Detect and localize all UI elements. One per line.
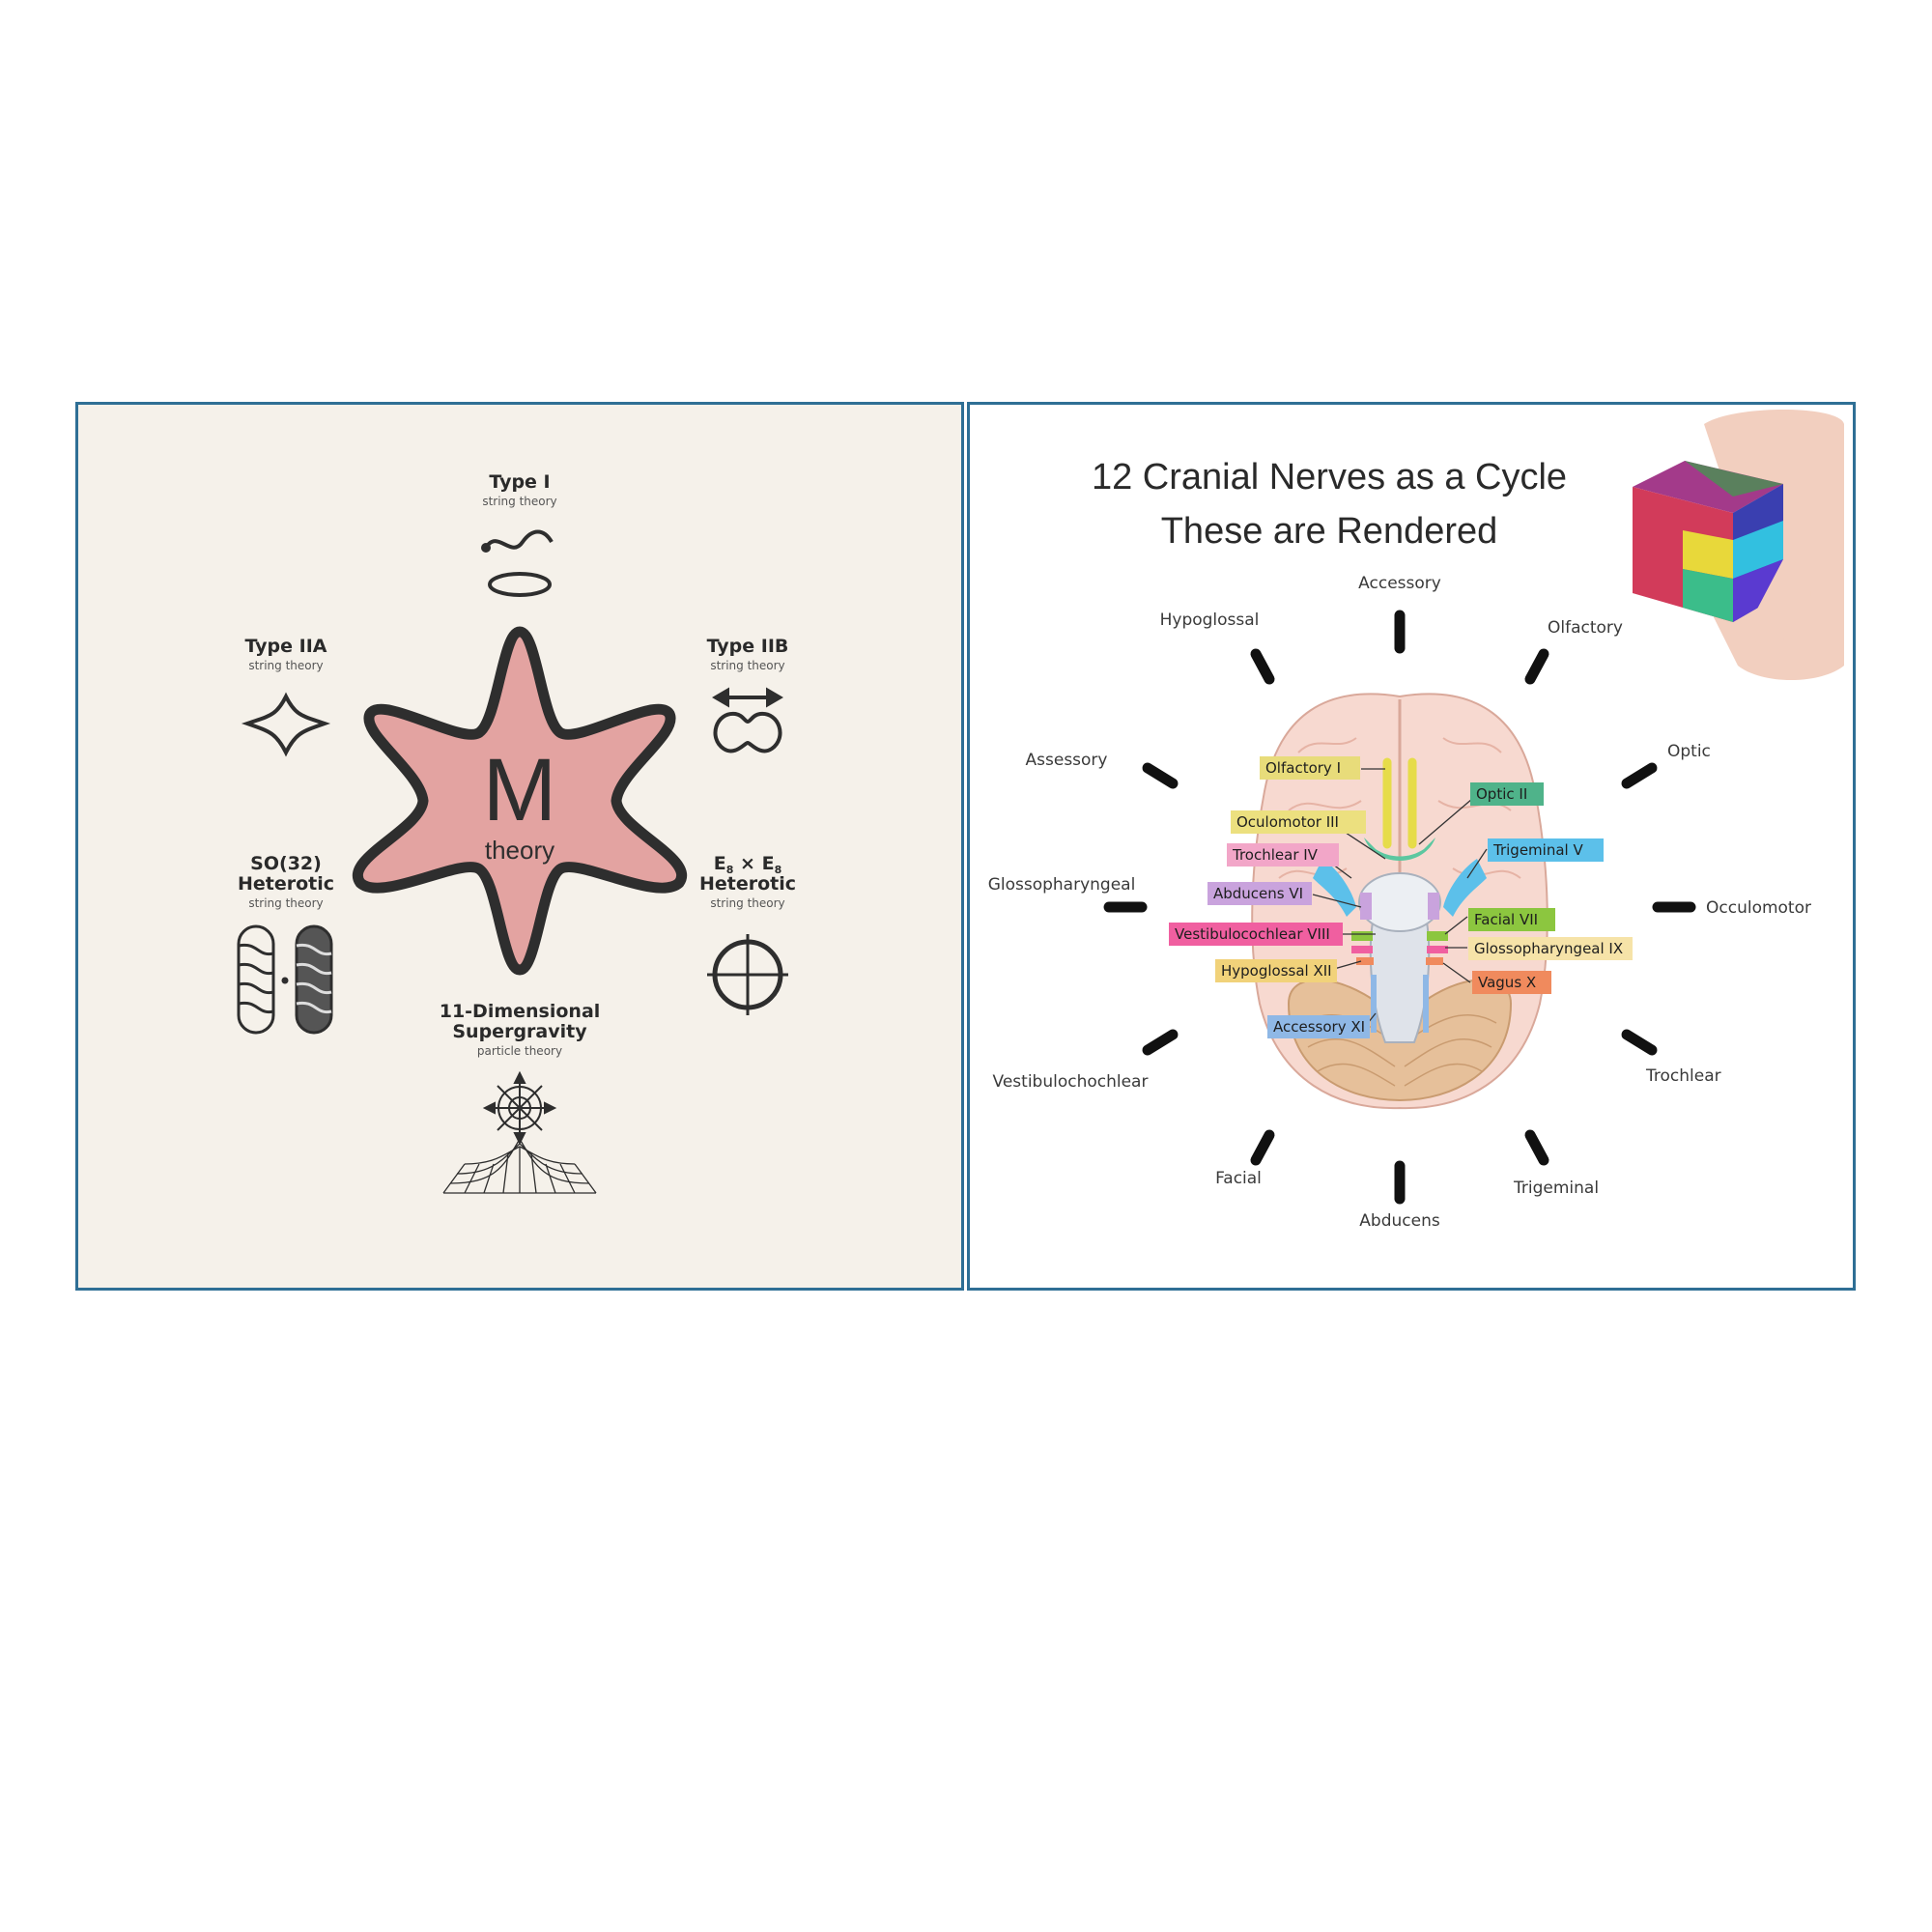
m-theory-star [353, 626, 687, 976]
type-i-subtitle: string theory [482, 495, 556, 508]
tag-trochlear: Trochlear IV [1232, 846, 1319, 864]
theory-word: theory [485, 836, 554, 865]
type-iia-title: Type IIA [244, 636, 327, 657]
m-theory-diagram: M theory Type I string theory Type IIA s… [237, 471, 796, 1194]
ring-label-assessory: Assessory [1026, 751, 1108, 770]
tick-vestibulochochlear [1142, 1029, 1179, 1056]
ring-ticks [1103, 610, 1696, 1205]
tag-vagus: Vagus X [1478, 974, 1536, 991]
tag-vestibulocochlear: Vestibulocochlear VIII [1175, 925, 1330, 943]
m-theory-panel: M theory Type I string theory Type IIA s… [75, 402, 964, 1291]
tag-glossopharyngeal: Glossopharyngeal IX [1474, 940, 1623, 957]
open-string-icon [481, 529, 554, 597]
tag-trigeminal-bg [1488, 838, 1604, 862]
double-arrow-icon [712, 687, 783, 708]
closed-string-icon [241, 692, 331, 757]
tag-accessory-bg [1267, 1015, 1370, 1038]
e8-heterotic-title: Heterotic [699, 873, 796, 895]
tag-trochlear-bg [1227, 843, 1339, 867]
so32-subtitle: string theory [248, 896, 323, 910]
type-iib-subtitle: string theory [710, 659, 784, 672]
tag-vestibulocochlear-bg [1169, 923, 1343, 946]
cranial-title-line1: 12 Cranial Nerves as a Cycle [1092, 457, 1567, 497]
ring-label-accessory: Accessory [1358, 574, 1441, 593]
tick-trigeminal [1524, 1129, 1549, 1166]
tag-facial-bg [1468, 908, 1555, 931]
ring-label-occulomotor: Occulomotor [1706, 898, 1811, 918]
sugra-title: 11-Dimensional [440, 1001, 601, 1022]
tick-trochlear [1621, 1029, 1658, 1056]
tick-hypoglossal [1250, 648, 1275, 685]
tag-trigeminal: Trigeminal V [1492, 841, 1583, 859]
ring-label-optic: Optic [1667, 742, 1711, 761]
ring-label-facial: Facial [1215, 1169, 1262, 1188]
ring-label-glossopharyngeal: Glossopharyngeal [988, 875, 1136, 895]
tag-oculomotor-bg [1231, 810, 1366, 834]
tag-glossopharyngeal-bg [1468, 937, 1633, 960]
ring-label-hypoglossal: Hypoglossal [1160, 611, 1260, 630]
cranial-title-line2: These are Rendered [1161, 511, 1498, 552]
cranial-nerves-panel: 12 Cranial Nerves as a Cycle These are R… [967, 402, 1856, 1291]
so32-title: SO(32) [250, 853, 322, 874]
tick-facial [1250, 1129, 1275, 1166]
tag-optic-bg [1470, 782, 1544, 806]
tag-hypoglossal-bg [1215, 959, 1337, 982]
type-iia-subtitle: string theory [248, 659, 323, 672]
coiled-string-icon [237, 924, 333, 1035]
tag-olfactory: Olfactory I [1265, 759, 1341, 777]
ring-label-abducens: Abducens [1359, 1211, 1440, 1231]
type-i-title: Type I [489, 471, 550, 493]
e8-subtitle: string theory [710, 896, 784, 910]
cranial-nerves-diagram: 12 Cranial Nerves as a Cycle These are R… [988, 410, 1844, 1231]
spacetime-grid-icon [442, 1137, 597, 1194]
tag-abducens-bg [1208, 882, 1312, 905]
e8-title: E8 × E8 [714, 853, 781, 876]
color-cube-image [1633, 410, 1844, 680]
tag-oculomotor: Oculomotor III [1236, 813, 1339, 831]
tag-olfactory-bg [1260, 756, 1360, 780]
m-letter: M [483, 741, 557, 839]
tag-optic: Optic II [1476, 785, 1527, 803]
tag-abducens: Abducens VI [1213, 885, 1303, 902]
supergravity-title: Supergravity [452, 1021, 587, 1042]
ring-label-olfactory: Olfactory [1548, 618, 1623, 638]
tag-accessory: Accessory XI [1273, 1018, 1365, 1036]
ring-label-trochlear: Trochlear [1645, 1066, 1721, 1086]
tag-hypoglossal: Hypoglossal XII [1221, 962, 1332, 980]
so32-heterotic-title: Heterotic [238, 873, 334, 895]
type-iib-title: Type IIB [707, 636, 789, 657]
spiky-sphere-icon [482, 1070, 557, 1146]
sugra-subtitle: particle theory [477, 1044, 562, 1058]
pinched-loop-icon [713, 711, 782, 753]
ring-label-trigeminal: Trigeminal [1513, 1179, 1599, 1198]
tag-vagus-bg [1472, 971, 1551, 994]
ring-label-vestibulochochlear: Vestibulochochlear [993, 1072, 1149, 1092]
crosshair-circle-icon [707, 934, 788, 1015]
tick-assessory [1142, 762, 1179, 789]
tick-olfactory [1524, 648, 1549, 685]
tag-facial: Facial VII [1474, 911, 1538, 928]
tick-optic [1621, 762, 1658, 789]
